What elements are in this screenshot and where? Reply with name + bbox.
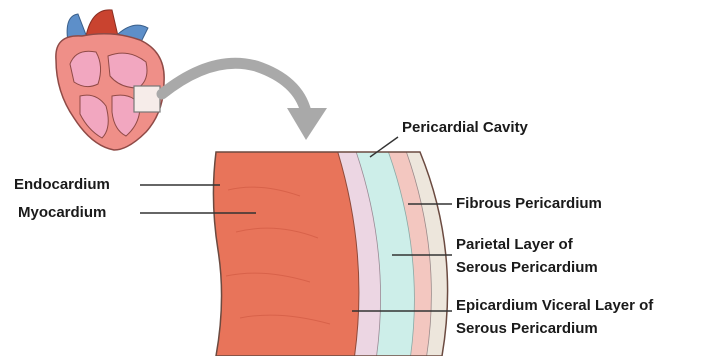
label-parietal-layer-line1: Parietal Layer of (456, 234, 573, 256)
heart-wall-section (200, 140, 460, 356)
aorta-vessel (86, 10, 118, 36)
label-myocardium: Myocardium (18, 202, 106, 224)
myocardium-layer (200, 140, 359, 356)
label-epicardium-line1: Epicardium Viceral Layer of (456, 295, 653, 317)
heart-illustration-icon (56, 10, 164, 150)
label-epicardium-line2: Serous Pericardium (456, 318, 598, 340)
label-endocardium: Endocardium (14, 174, 110, 196)
curved-arrow-icon (162, 63, 327, 140)
label-fibrous-pericardium: Fibrous Pericardium (456, 193, 602, 215)
label-pericardial-cavity: Pericardial Cavity (402, 117, 528, 139)
magnify-box-icon (134, 86, 160, 112)
heart-chamber (70, 51, 101, 86)
label-parietal-layer-line2: Serous Pericardium (456, 257, 598, 279)
